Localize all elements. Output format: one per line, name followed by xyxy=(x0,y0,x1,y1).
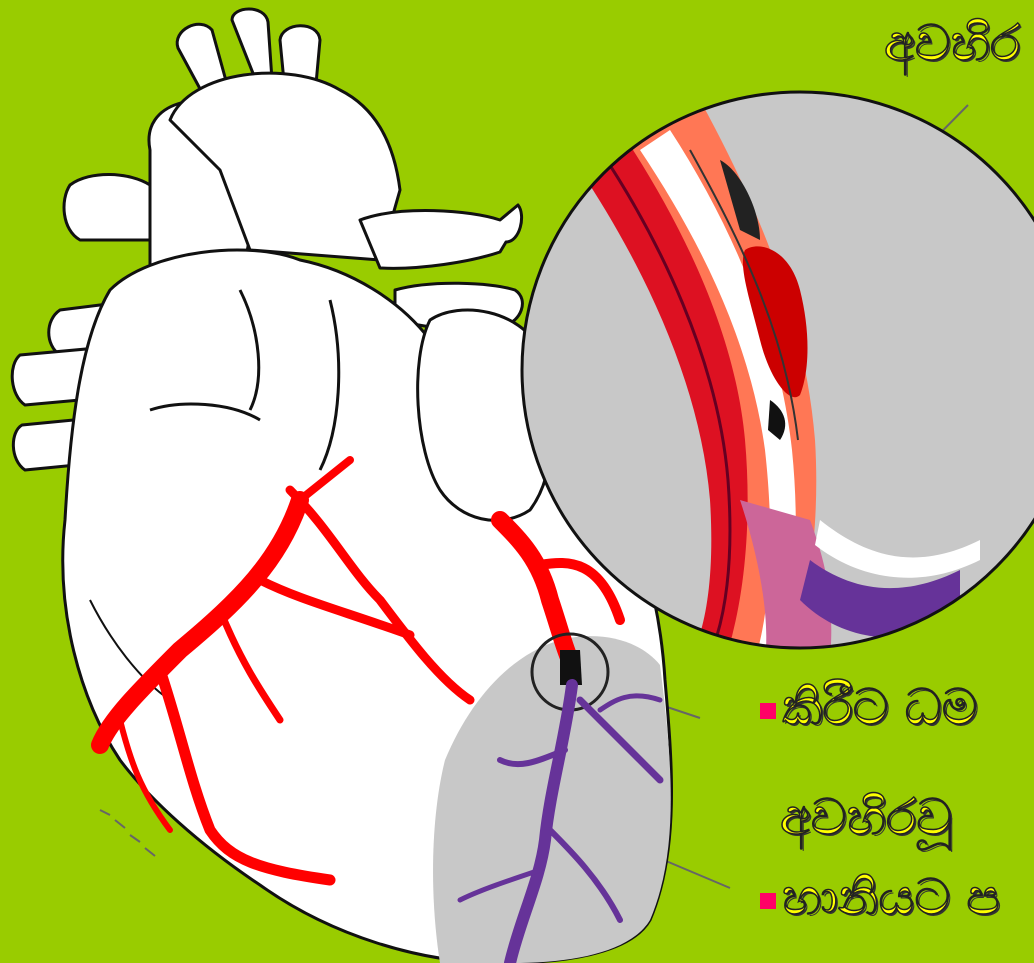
hatch-marks xyxy=(100,810,155,856)
bullet-square-icon xyxy=(760,893,776,909)
bullet-square-icon xyxy=(760,703,776,719)
label-bullet-1: කිරීට ධම xyxy=(760,682,978,732)
label-bullet-1-continued: අවහිරවූ xyxy=(780,792,952,842)
label-bullet-2: හානියට ප xyxy=(760,872,1000,922)
label-bullet-1-text: කිරීට ධම xyxy=(782,678,978,736)
label-top: අවහිර xyxy=(884,18,1020,68)
label-bullet-2-text: හානියට ප xyxy=(782,868,1000,926)
